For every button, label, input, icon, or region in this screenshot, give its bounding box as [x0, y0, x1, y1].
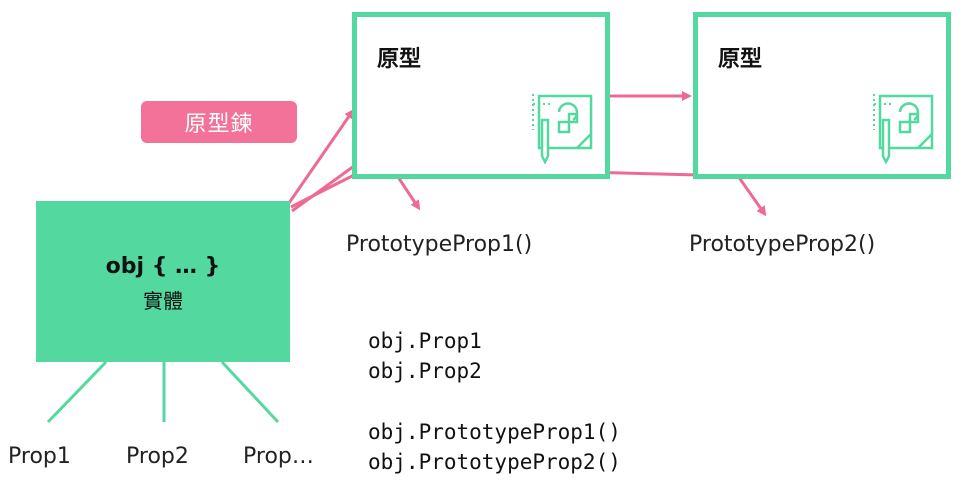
instance-label: 實體 — [143, 288, 183, 313]
instance-box: obj { … } 實體 — [36, 201, 290, 362]
design-sketch-icon — [532, 94, 593, 164]
method-label-2: PrototypeProp2() — [689, 232, 876, 257]
prop-connector-1 — [46, 360, 108, 424]
instance-name: obj { … } — [105, 253, 221, 279]
prop-label-2: Prop2 — [126, 444, 189, 469]
chain-arrow-instance-to-proto1 — [287, 108, 355, 204]
code-line: obj.Prop1 — [368, 329, 482, 353]
code-line: obj.PrototypeProp1() — [368, 420, 621, 444]
prototype-chain-badge: 原型鍊 — [141, 101, 297, 143]
prop-label-1: Prop1 — [8, 444, 71, 469]
code-line: obj.PrototypeProp2() — [368, 450, 621, 474]
prototype-title: 原型 — [718, 47, 763, 72]
prototype-box-2: 原型 — [693, 12, 951, 179]
code-example: obj.Prop1 obj.Prop2 obj.PrototypeProp1()… — [368, 326, 621, 477]
prop-label-3: Prop… — [243, 444, 314, 469]
design-sketch-icon — [873, 94, 934, 164]
code-line: obj.Prop2 — [368, 359, 482, 383]
prototype-box-1: 原型 — [352, 12, 610, 179]
method-label-1: PrototypeProp1() — [346, 232, 533, 257]
prop-connector-3 — [220, 360, 280, 424]
code-spacer — [368, 386, 621, 417]
prototype-title: 原型 — [377, 47, 422, 72]
